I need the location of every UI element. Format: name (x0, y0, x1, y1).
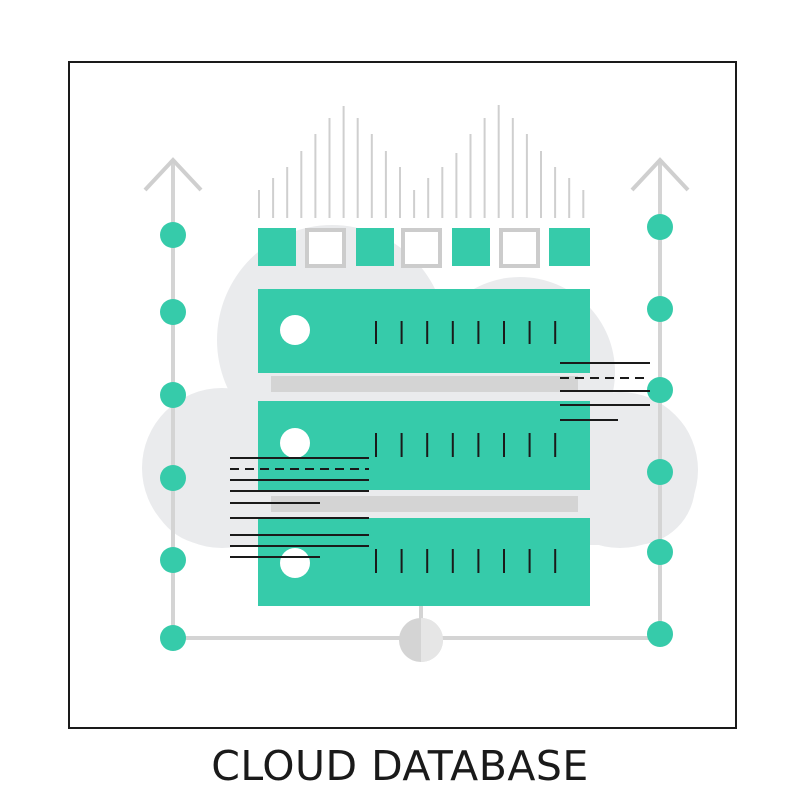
server-unit (258, 401, 590, 490)
node-dot-icon (160, 222, 186, 248)
bar-graph-icon (258, 105, 585, 218)
shelf (271, 496, 578, 512)
node-dots-left (160, 222, 186, 651)
server-unit (258, 518, 590, 606)
node-dot-icon (647, 539, 673, 565)
node-dot-icon (160, 299, 186, 325)
hub-circle-icon (399, 618, 443, 662)
server-led (280, 548, 310, 578)
node-dot-icon (647, 377, 673, 403)
shelf (271, 376, 578, 392)
server-unit (258, 289, 590, 373)
node-dots-right (647, 214, 673, 647)
node-dot-icon (647, 621, 673, 647)
node-dot-icon (647, 459, 673, 485)
node-dot-icon (160, 465, 186, 491)
data-lines-right (560, 362, 650, 421)
caption-title: CLOUD DATABASE (211, 742, 589, 790)
server-led (280, 428, 310, 458)
node-dot-icon (160, 382, 186, 408)
arrow-up-icon (630, 157, 690, 192)
server-led (280, 315, 310, 345)
data-lines-left (230, 457, 369, 558)
node-dot-icon (647, 296, 673, 322)
node-dot-icon (647, 214, 673, 240)
status-squares (258, 228, 590, 268)
node-dot-icon (160, 547, 186, 573)
arrow-up-icon (143, 157, 203, 192)
server-rack-icon (258, 289, 590, 606)
node-dot-icon (160, 625, 186, 651)
